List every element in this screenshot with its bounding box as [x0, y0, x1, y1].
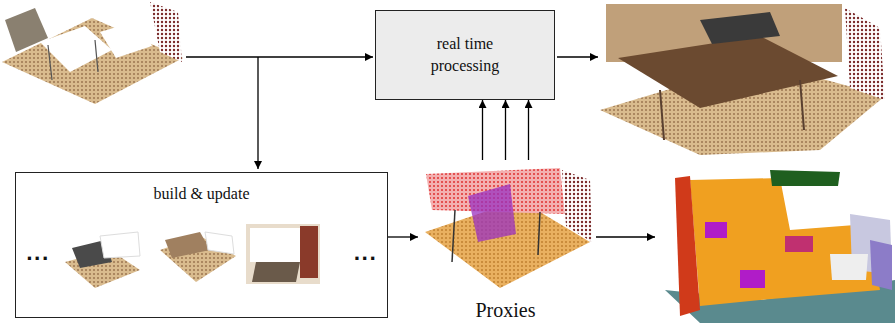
- input-cloud: [2, 2, 183, 104]
- flow-arrow: [557, 56, 598, 57]
- frame-floor: [246, 224, 320, 284]
- map-box: [830, 254, 868, 280]
- frame-shadow: [100, 232, 140, 258]
- table-leg: [538, 212, 540, 255]
- wall-points: [845, 8, 885, 100]
- frame-shadow: [205, 232, 234, 254]
- map-box: [740, 270, 765, 288]
- wall-points: [562, 170, 592, 242]
- desk-photo: [618, 36, 838, 108]
- flow-arrow: [388, 236, 418, 237]
- monitor-photo: [700, 12, 780, 44]
- desk-leg: [660, 90, 664, 140]
- chair-proxy: [468, 184, 516, 242]
- map-box: [705, 222, 727, 238]
- map-wall: [870, 240, 892, 290]
- node-label: real time processing: [405, 33, 525, 76]
- desk-leg: [800, 80, 804, 130]
- table-leg: [95, 40, 98, 72]
- proxy-panel: Proxies: [418, 160, 593, 322]
- map-shelf: [770, 170, 840, 186]
- flow-arrow: [596, 236, 655, 237]
- frame-strip: [65, 224, 320, 288]
- flow-arrow: [257, 57, 258, 169]
- flow-arrow: [186, 56, 373, 57]
- flow-arrow: [528, 100, 529, 160]
- node-label: build & update: [16, 185, 387, 203]
- occlusion-shadow: [100, 20, 152, 58]
- proxies-picture: [425, 168, 592, 288]
- frame-object: [165, 232, 210, 258]
- map-wall: [675, 176, 700, 316]
- process-box: real time processing: [375, 10, 555, 100]
- ellipsis-mark: ...: [26, 243, 50, 264]
- table-leg: [48, 45, 52, 80]
- process-box: build & update......: [15, 172, 388, 318]
- node-label: Proxies: [418, 299, 593, 322]
- cabinet-points: [5, 8, 48, 52]
- table-leg: [452, 210, 455, 262]
- ellipsis-mark: ...: [353, 243, 377, 264]
- flow-arrow: [482, 100, 483, 160]
- output-cloud: [600, 4, 885, 155]
- flow-arrow: [505, 100, 506, 160]
- frame-object: [252, 262, 300, 282]
- wall-points: [150, 2, 182, 62]
- frame-shadow: [250, 228, 300, 262]
- map-box: [785, 236, 813, 252]
- proxy-map: [665, 170, 895, 323]
- frame-object: [300, 226, 318, 278]
